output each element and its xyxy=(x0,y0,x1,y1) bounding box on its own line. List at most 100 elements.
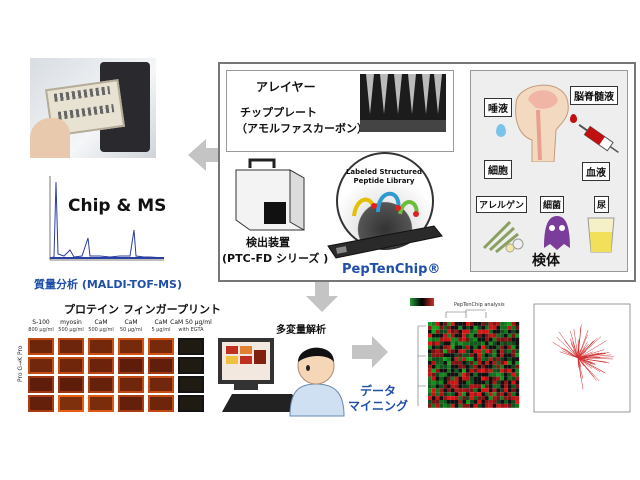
heatmap-cell xyxy=(439,349,444,354)
heatmap-cell xyxy=(435,361,440,365)
heatmap-cell xyxy=(481,322,485,326)
heatmap-cell xyxy=(481,400,485,404)
heatmap-cell xyxy=(431,368,436,373)
heatmap-cell xyxy=(515,392,520,397)
heatmap-cell xyxy=(488,368,493,373)
heatmap-cell xyxy=(485,353,489,358)
heatmap-cell xyxy=(450,392,455,397)
heatmap-cell xyxy=(500,341,504,346)
heatmap-cell xyxy=(488,376,493,381)
heatmap-cell xyxy=(515,368,520,373)
heatmap-cell xyxy=(511,384,516,389)
heatmap-cell xyxy=(485,372,489,377)
heatmap-cell xyxy=(466,353,470,358)
heatmap-cell xyxy=(504,353,508,358)
heatmap-cell xyxy=(450,349,455,354)
heatmap-cell xyxy=(447,364,451,369)
heatmap-cell xyxy=(485,322,489,326)
heatmap-cell xyxy=(492,353,497,358)
heatmap-cell xyxy=(458,372,463,377)
heatmap-cell xyxy=(496,322,501,326)
heatmap-cell xyxy=(431,361,436,365)
heatmap-cell xyxy=(447,329,451,334)
heatmap-cell xyxy=(511,368,516,373)
heatmap-cell xyxy=(492,361,497,365)
heatmap-cell xyxy=(485,400,489,404)
heatmap-title: PepTenChip analysis xyxy=(454,302,505,308)
heatmap-cell xyxy=(504,333,508,338)
heatmap-cell xyxy=(458,384,463,389)
heatmap-cell xyxy=(477,403,482,408)
heatmap-cell xyxy=(454,403,459,408)
fingerprint-cell-shade xyxy=(180,378,202,391)
heatmap-cell xyxy=(496,376,501,381)
heatmap-cell xyxy=(458,376,463,381)
heatmap-cell xyxy=(485,333,489,338)
heatmap-cell xyxy=(500,322,504,326)
pca-loading-vector xyxy=(577,357,614,360)
heatmap-cell xyxy=(431,392,436,397)
detector-label: 検出装置 xyxy=(246,236,290,249)
heatmap-cell xyxy=(473,329,478,334)
heatmap-cell xyxy=(488,325,493,330)
heatmap-cell xyxy=(481,357,485,361)
heatmap-cell xyxy=(447,357,451,361)
heatmap-cell xyxy=(485,325,489,330)
heatmap-cell xyxy=(481,333,485,338)
heatmap-cell xyxy=(466,345,470,350)
heatmap-cell xyxy=(507,388,512,393)
pca-loading-vector xyxy=(577,343,589,359)
heatmap-cell xyxy=(462,353,466,358)
heatmap-cell xyxy=(507,361,512,365)
library-label-line1: Labeled Structured xyxy=(345,168,423,176)
heatmap-cell xyxy=(462,384,466,389)
heatmap-cell xyxy=(447,403,451,408)
heatmap-cell xyxy=(454,345,459,350)
heatmap-cell xyxy=(507,372,512,377)
heatmap-cell xyxy=(443,322,447,326)
heatmap-cell xyxy=(466,322,470,326)
pca-loading-vector xyxy=(577,357,606,374)
heatmap-cell xyxy=(504,368,508,373)
heatmap-cell xyxy=(473,341,478,346)
right-arrow-icon xyxy=(352,336,388,372)
heatmap-cell xyxy=(511,392,516,397)
heatmap-cell xyxy=(481,403,485,408)
heatmap-cell xyxy=(496,364,501,369)
heatmap-cell xyxy=(439,372,444,377)
heatmap-cell xyxy=(488,353,493,358)
mass-spectrum-plot xyxy=(30,168,168,272)
heatmap-cell xyxy=(492,322,497,326)
heatmap-cell xyxy=(435,372,440,377)
heatmap-cell xyxy=(515,353,520,358)
fingerprint-cell-shade xyxy=(60,359,82,372)
heatmap-cell xyxy=(454,333,459,338)
heatmap-cell xyxy=(462,372,466,377)
heatmap-cell xyxy=(450,329,455,334)
pca-loading-vector xyxy=(577,354,612,359)
heatmap-cell xyxy=(450,396,455,400)
saliva-drop-icon xyxy=(496,124,506,137)
heatmap-cell xyxy=(473,380,478,385)
down-arrow-icon xyxy=(306,282,338,316)
heatmap-cell xyxy=(511,329,516,334)
pca-loading-vector xyxy=(577,357,584,379)
heatmap-cell xyxy=(458,392,463,397)
heatmap-cell xyxy=(477,392,482,397)
heatmap-cell xyxy=(462,388,466,393)
heatmap-cell xyxy=(473,322,478,326)
heatmap-cell xyxy=(443,341,447,346)
heatmap-cell xyxy=(469,337,474,342)
heatmap-cell xyxy=(500,400,504,404)
heatmap-cell xyxy=(443,396,447,400)
fingerprint-cell-shade xyxy=(150,340,172,353)
heatmap-cell xyxy=(515,364,520,369)
pca-loading-vector xyxy=(577,341,588,359)
heatmap-cell xyxy=(462,345,466,350)
heatmap-cell xyxy=(431,337,436,342)
heatmap-cell xyxy=(447,345,451,350)
heatmap-cell xyxy=(458,357,463,361)
heatmap-cell xyxy=(439,357,444,361)
heatmap-cell xyxy=(485,337,489,342)
